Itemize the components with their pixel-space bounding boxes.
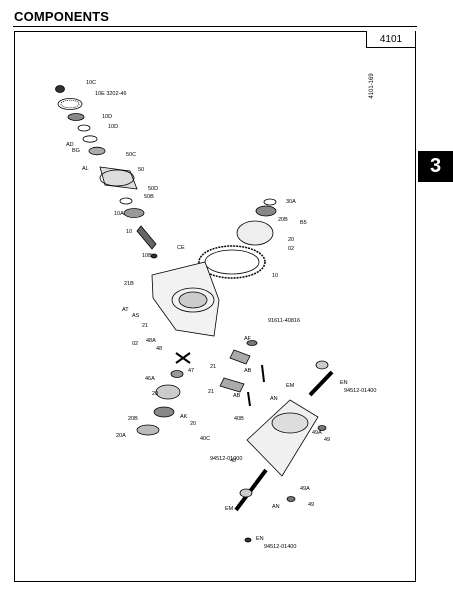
part-label: 21 xyxy=(210,364,216,370)
part-label: AF xyxy=(244,336,252,342)
part-label: 49A xyxy=(312,430,322,436)
bolt-part xyxy=(261,364,265,383)
part-label: 20 xyxy=(152,391,158,397)
part-label: EM xyxy=(286,383,295,389)
thrust-washer-part xyxy=(153,406,175,418)
bearing-race-part xyxy=(88,146,106,156)
part-label: 48A xyxy=(146,338,156,344)
part-label: BG xyxy=(72,148,80,154)
part-label: EM xyxy=(225,506,234,512)
nut-part xyxy=(55,85,65,93)
header-rule xyxy=(13,26,417,27)
part-label: 49A xyxy=(300,486,310,492)
part-label: 47 xyxy=(188,368,194,374)
part-label: 20B xyxy=(128,416,138,422)
part-label: 40B xyxy=(234,416,244,422)
part-label: 10 xyxy=(272,273,278,279)
part-label: 94512-01400 xyxy=(344,388,376,394)
seal-lower-part xyxy=(286,496,296,502)
part-label: AS xyxy=(132,313,140,319)
part-label: B5 xyxy=(300,220,307,226)
side-gear-part xyxy=(155,384,181,400)
side-cup-part xyxy=(263,198,277,206)
pinion-mate-part xyxy=(170,370,184,378)
seal-part xyxy=(317,425,327,431)
part-label: 50 xyxy=(138,167,144,173)
part-label: 10D xyxy=(102,114,112,120)
part-label: EN xyxy=(256,536,264,542)
shim-part xyxy=(119,197,133,205)
part-label: 94512-01000 xyxy=(210,456,242,462)
bearing-cup-part xyxy=(136,424,160,436)
gear-part xyxy=(57,98,83,110)
part-label: 40C xyxy=(200,436,210,442)
part-label: 48 xyxy=(156,346,162,352)
carrier-housing-part xyxy=(99,166,138,190)
part-label: 20 xyxy=(190,421,196,427)
part-label: AL xyxy=(82,166,89,172)
part-label: 10A xyxy=(114,211,124,217)
pinion-gear-part xyxy=(136,225,157,250)
caliper-bracket-part xyxy=(229,349,251,365)
spider-cross-part xyxy=(175,352,191,364)
part-label: 50C xyxy=(126,152,136,158)
diagram-frame xyxy=(14,31,416,582)
part-label: 10D xyxy=(108,124,118,130)
ring-gear-part xyxy=(198,245,266,279)
part-labels: 10C 10E 3202-46 10D 10D AD BG 50C AL 50 … xyxy=(66,80,376,550)
side-bearing-part xyxy=(255,205,277,217)
washer-part xyxy=(77,124,91,132)
part-label: 46A xyxy=(145,376,155,382)
lower-housing-part xyxy=(246,399,319,477)
part-label: 10E 3202-46 xyxy=(95,91,127,97)
grease-nipple-part xyxy=(244,537,252,543)
part-label: 10 xyxy=(126,229,132,235)
part-label: 40 xyxy=(230,458,236,464)
part-label: 20B xyxy=(278,217,288,223)
part-label: 49 xyxy=(308,502,314,508)
part-label: 49 xyxy=(324,437,330,443)
carrier-flange-part xyxy=(99,169,135,187)
part-label: 50D xyxy=(148,186,158,192)
part-label: 10B xyxy=(142,253,152,259)
part-label: EN xyxy=(340,380,348,386)
caliper-part xyxy=(219,377,245,393)
bracket-part xyxy=(246,340,258,346)
part-label: 50B xyxy=(144,194,154,200)
part-label: 91611-40816 xyxy=(268,318,300,324)
part-label: 20A xyxy=(116,433,126,439)
part-label: 20 xyxy=(288,237,294,243)
part-label: 02 xyxy=(132,341,138,347)
diagram-drawing xyxy=(55,85,334,543)
part-label: 21B xyxy=(124,281,134,287)
axle-shaft-right-part xyxy=(308,370,334,397)
part-label: 21 xyxy=(142,323,148,329)
part-label: CE xyxy=(177,245,185,251)
part-label: AK xyxy=(180,414,188,420)
spacer-part xyxy=(82,135,98,143)
page-code-box: 4101 xyxy=(366,31,416,48)
part-label: 21 xyxy=(208,389,214,395)
part-label: AB xyxy=(244,368,252,374)
part-label: 02 xyxy=(288,246,294,252)
bearing-cone-part xyxy=(123,208,145,218)
part-label: 94512-01400 xyxy=(264,544,296,550)
part-label: AB xyxy=(233,393,241,399)
part-label: 10C xyxy=(86,80,96,86)
section-tab: 3 xyxy=(418,151,453,182)
part-label: 30A xyxy=(286,199,296,205)
differential-case-part xyxy=(236,220,274,246)
axle-shaft-left-part xyxy=(234,468,268,512)
part-label: AT xyxy=(122,307,129,313)
part-label: AN xyxy=(270,396,278,402)
part-label: AD xyxy=(66,142,74,148)
page-title: COMPONENTS xyxy=(14,9,110,24)
bearing-part xyxy=(67,113,85,121)
part-label: AN xyxy=(272,504,280,510)
